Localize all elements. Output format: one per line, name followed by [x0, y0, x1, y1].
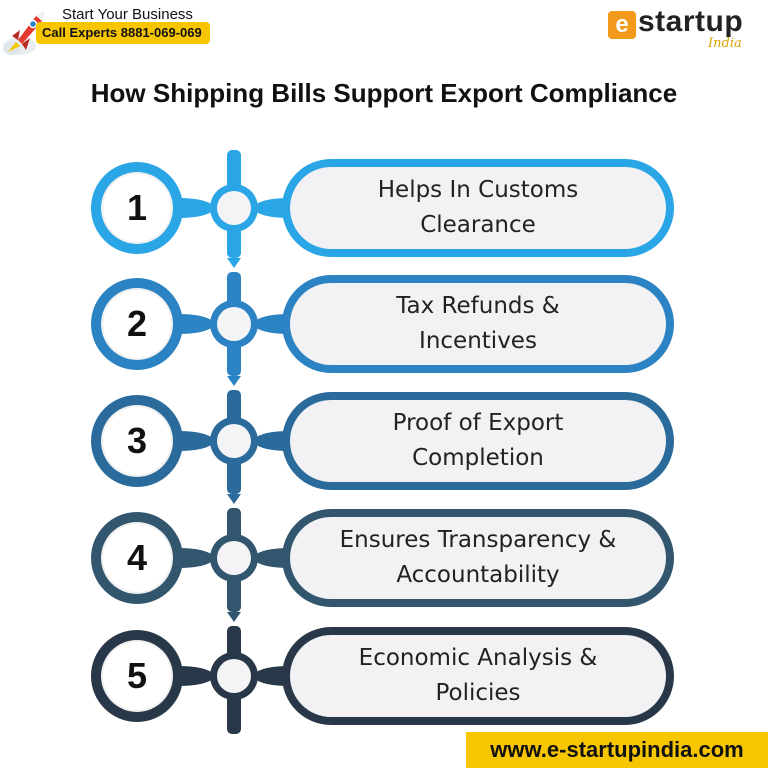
step-number-badge: 5 [91, 630, 183, 722]
step-text-line: Tax Refunds & [396, 293, 560, 319]
promo-tagline: Start Your Business [62, 6, 193, 23]
step-text-line: Clearance [420, 212, 536, 238]
step-text: Economic Analysis & Policies [290, 635, 666, 717]
step-text-line: Helps In Customs [377, 177, 579, 203]
promo-phone[interactable]: Call Experts 8881-069-069 [36, 22, 210, 44]
step-text: Helps In Customs Clearance [290, 167, 666, 249]
step-number-badge: 3 [91, 395, 183, 487]
step-card: Ensures Transparency & Accountability [282, 509, 674, 607]
page-title: How Shipping Bills Support Export Compli… [90, 78, 678, 108]
brand-sub: India [708, 36, 742, 51]
brand-initial: e [608, 11, 636, 39]
step-text: Tax Refunds & Incentives [290, 283, 666, 365]
step-number: 1 [101, 172, 173, 244]
step-number: 5 [101, 640, 173, 712]
brand-logo[interactable]: e startup India [608, 5, 758, 60]
step-text-line: Ensures Transparency & [339, 527, 617, 553]
step-text-line: Completion [412, 445, 544, 471]
brand-name: startup [638, 5, 744, 38]
step-card: Proof of Export Completion [282, 392, 674, 490]
step-number-badge: 2 [91, 278, 183, 370]
step-number: 4 [101, 522, 173, 594]
step-text-line: Accountability [396, 562, 560, 588]
step-card: Tax Refunds & Incentives [282, 275, 674, 373]
website-link[interactable]: www.e-startupindia.com [466, 732, 768, 768]
rocket-icon [3, 12, 44, 55]
step-card: Helps In Customs Clearance [282, 159, 674, 257]
step-card: Economic Analysis & Policies [282, 627, 674, 725]
step-text-line: Incentives [419, 328, 537, 354]
step-text-line: Policies [435, 680, 521, 706]
step-number-badge: 4 [91, 512, 183, 604]
step-number-badge: 1 [91, 162, 183, 254]
step-text-line: Proof of Export [392, 410, 564, 436]
step-number: 3 [101, 405, 173, 477]
step-text-line: Economic Analysis & [358, 645, 598, 671]
step-text: Proof of Export Completion [290, 400, 666, 482]
promo-badge[interactable]: Start Your Business Call Experts 8881-06… [0, 0, 230, 60]
step-number: 2 [101, 288, 173, 360]
step-text: Ensures Transparency & Accountability [290, 517, 666, 599]
